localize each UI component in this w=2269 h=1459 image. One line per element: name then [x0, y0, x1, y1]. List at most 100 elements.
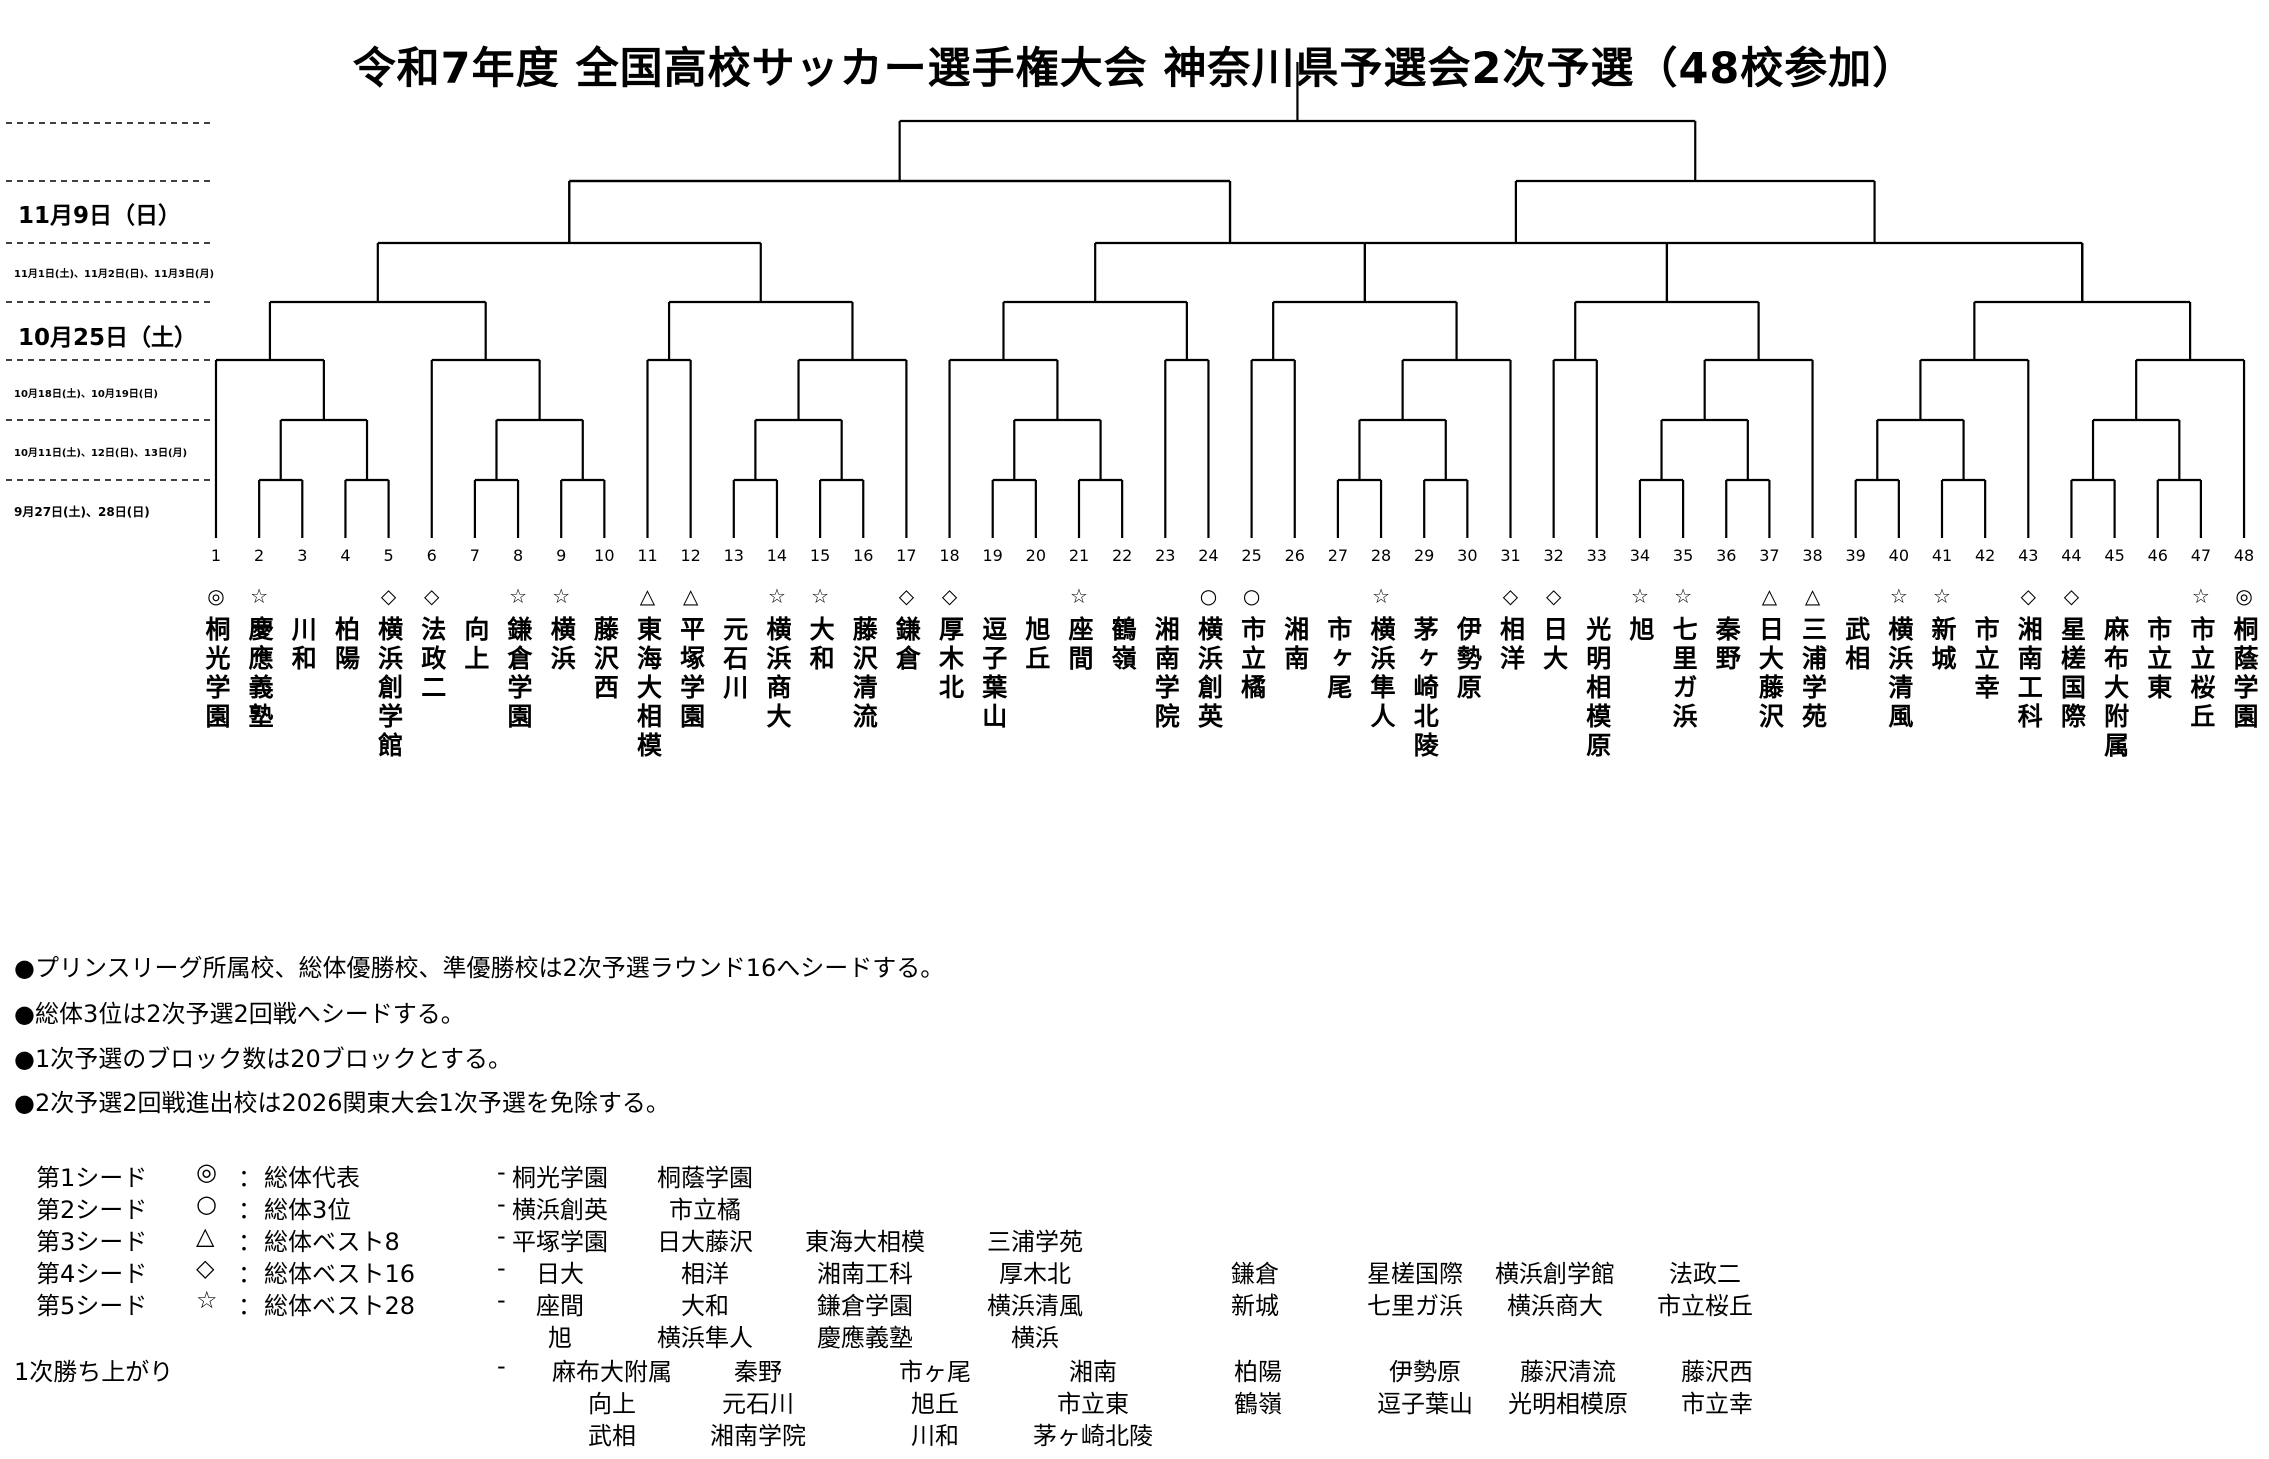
team-number: 31 — [1500, 546, 1521, 565]
team-number: 15 — [809, 546, 831, 565]
team-number: 3 — [297, 546, 308, 565]
school-name: 横浜創学館 — [374, 616, 404, 761]
seed-mark: △ — [1804, 584, 1821, 608]
school-name: 大和 — [806, 616, 836, 674]
seed-school: 横浜 — [1011, 1324, 1059, 1352]
school-name: 元石川 — [719, 616, 749, 703]
school-name: 東海大相模 — [633, 616, 663, 761]
team-number: 36 — [1716, 546, 1737, 565]
seed-school: 横浜創学館 — [1495, 1260, 1615, 1288]
school-name: 三浦学苑 — [1798, 616, 1828, 732]
seed-description: 総体3位 — [264, 1196, 352, 1224]
first-round-school: 旭丘 — [911, 1390, 959, 1418]
seed-mark: ☆ — [1630, 584, 1649, 608]
team-number: 25 — [1241, 546, 1262, 565]
date-label-round2: 10月11日(土)、12日(日)、13日(月) — [14, 448, 188, 459]
seed-mark: ◇ — [380, 584, 397, 608]
seed-description: 総体代表 — [264, 1164, 360, 1192]
school-name: 湘南工科 — [2014, 616, 2044, 732]
school-name: 湘南 — [1280, 616, 1310, 674]
date-label-round3: 10月18日(土)、10月19日(日) — [14, 389, 158, 400]
school-name: 鎌倉学園 — [504, 616, 534, 732]
school-name: 秦野 — [1712, 616, 1742, 674]
seed-mark: △ — [682, 584, 699, 608]
seed-mark: ☆ — [1889, 584, 1908, 608]
seed-mark: ☆ — [2191, 584, 2210, 608]
seed-mark: ◇ — [1502, 584, 1519, 608]
seed-description: 総体ベスト8 — [264, 1228, 400, 1256]
seed-dash: - — [497, 1286, 506, 1314]
school-name: 光明相模原 — [1582, 616, 1612, 761]
first-round-school: 向上 — [588, 1390, 636, 1418]
team-number: 14 — [766, 546, 788, 565]
team-number: 48 — [2233, 546, 2255, 565]
first-round-school: 逗子葉山 — [1377, 1390, 1473, 1418]
team-number: 10 — [594, 546, 615, 565]
seed-school: 三浦学苑 — [987, 1228, 1083, 1256]
seed-mark: △ — [639, 584, 656, 608]
seed-school: 桐蔭学園 — [657, 1164, 753, 1192]
seed-mark: ○ — [1199, 584, 1218, 608]
first-round-school: 柏陽 — [1234, 1358, 1282, 1386]
seed-symbol: ○ — [196, 1190, 217, 1218]
school-name: 横浜清風 — [1884, 616, 1914, 732]
first-round-school: 川和 — [911, 1422, 959, 1450]
team-number: 29 — [1414, 546, 1435, 565]
seed-school: 星槎国際 — [1367, 1260, 1463, 1288]
seed-colon: ： — [238, 1196, 262, 1224]
team-number: 22 — [1111, 546, 1133, 565]
school-name: 藤沢清流 — [849, 616, 879, 732]
note-line: ●2次予選2回戦進出校は2026関東大会1次予選を免除する。 — [14, 1089, 670, 1117]
seed-label: 第3シード — [36, 1228, 148, 1256]
school-name: 平塚学園 — [676, 616, 706, 732]
date-label-round4: 10月25日（土） — [18, 325, 198, 351]
seed-dash: - — [497, 1222, 506, 1250]
school-name: 市立橘 — [1237, 616, 1267, 703]
note-line: ●プリンスリーグ所属校、総体優勝校、準優勝校は2次予選ラウンド16へシードする。 — [14, 954, 945, 982]
seed-school: 日大 — [536, 1260, 584, 1288]
team-number: 8 — [512, 546, 524, 565]
seed-school: 相洋 — [681, 1260, 729, 1288]
school-name: 法政二 — [417, 616, 447, 703]
team-number: 4 — [340, 546, 351, 565]
seed-dash: - — [497, 1158, 506, 1186]
school-name: 横浜商大 — [762, 616, 792, 732]
first-round-school: 市ヶ尾 — [899, 1358, 971, 1386]
team-number: 34 — [1629, 546, 1651, 565]
seed-school: 大和 — [681, 1292, 729, 1320]
seed-mark: ☆ — [1372, 584, 1391, 608]
seed-dash: - — [497, 1190, 506, 1218]
team-number: 23 — [1155, 546, 1176, 565]
school-name: 日大 — [1539, 616, 1569, 674]
note-line: ●総体3位は2次予選2回戦へシードする。 — [14, 1000, 465, 1028]
seed-mark: △ — [1761, 584, 1778, 608]
seed-mark: ☆ — [509, 584, 528, 608]
seed-mark: ◇ — [1545, 584, 1562, 608]
seed-symbol: △ — [196, 1222, 215, 1250]
school-name: 日大藤沢 — [1755, 616, 1785, 732]
first-round-school: 元石川 — [722, 1390, 794, 1418]
seed-label: 第2シード — [36, 1196, 148, 1224]
seed-label: 第5シード — [36, 1292, 148, 1320]
seed-school: 七里ガ浜 — [1367, 1292, 1463, 1320]
seed-colon: ： — [238, 1164, 262, 1192]
seed-mark: ☆ — [250, 584, 269, 608]
seed-mark: ☆ — [1070, 584, 1088, 608]
seed-school: 桐光学園 — [512, 1164, 608, 1192]
seed-symbol: ◇ — [196, 1254, 215, 1282]
seed-colon: ： — [238, 1260, 262, 1288]
seed-mark: ☆ — [1933, 584, 1951, 608]
school-name: 相洋 — [1496, 616, 1526, 674]
seed-school: 横浜清風 — [987, 1292, 1083, 1320]
school-name: 鶴嶺 — [1108, 616, 1138, 674]
team-number: 38 — [1802, 546, 1823, 565]
team-number: 47 — [2190, 546, 2212, 565]
seed-school: 市立橘 — [669, 1196, 741, 1224]
team-number: 24 — [1198, 546, 1219, 565]
school-name: 麻布大附属 — [2100, 616, 2130, 761]
school-name: 横浜 — [547, 616, 577, 674]
school-name: 市立幸 — [1971, 616, 2001, 703]
team-number: 26 — [1284, 546, 1305, 565]
school-name: 桐蔭学園 — [2230, 616, 2260, 732]
